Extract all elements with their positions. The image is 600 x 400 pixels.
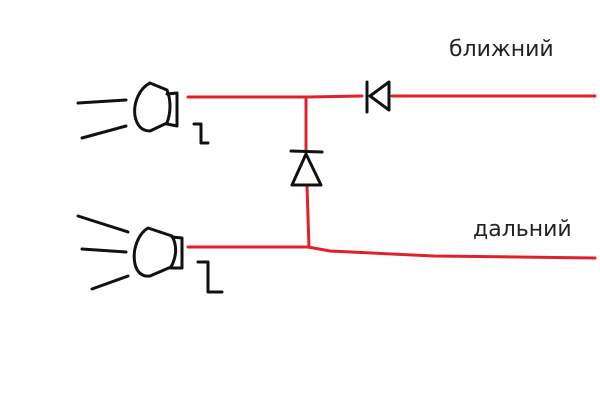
wires xyxy=(186,94,597,260)
vertical-wire-bottom xyxy=(305,184,311,249)
upper-lamp-body xyxy=(133,81,172,133)
diode-icon xyxy=(365,80,391,114)
diode-vertical-bar xyxy=(289,149,324,154)
upper-lamp-ray-1 xyxy=(76,98,128,105)
upper-lamp-ground xyxy=(192,122,210,145)
upper-wire-left xyxy=(186,94,364,99)
lower-wire xyxy=(186,245,597,260)
lower-lamp-body xyxy=(132,226,178,278)
diode-icon xyxy=(289,149,324,187)
lower-lamp-ray-3 xyxy=(90,274,130,291)
headlight-icon xyxy=(76,81,210,145)
lower-lamp-socket xyxy=(169,235,184,270)
low-beam-label: ближний xyxy=(449,37,554,62)
upper-lamp-socket xyxy=(165,91,179,128)
upper-lamp-ray-2 xyxy=(80,124,128,140)
lower-lamp-ray-1 xyxy=(76,214,130,234)
lower-lamp-ground xyxy=(196,260,224,294)
headlight-icon xyxy=(76,214,224,294)
high-beam-label: дальний xyxy=(473,217,572,242)
diode-vertical-triangle xyxy=(290,152,323,187)
lower-lamp-ray-2 xyxy=(80,247,128,254)
diode-upper-triangle xyxy=(368,80,391,112)
